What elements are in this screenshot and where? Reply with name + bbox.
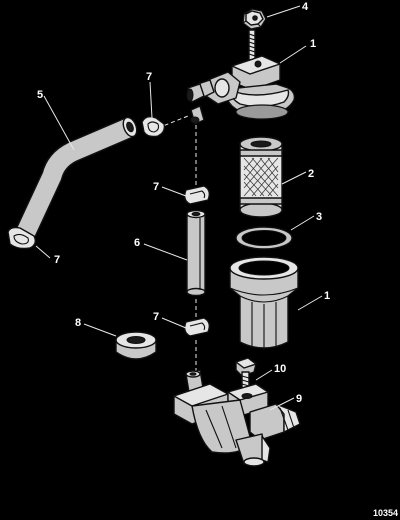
figure-id: 10354 [373,508,398,518]
upper-hose-barb [190,105,205,125]
callout-1-filter-head: 1 [310,38,316,50]
callout-7-upper-clip: 7 [153,181,159,193]
o-ring [235,226,293,250]
callout-1-filter-bowl: 1 [324,290,330,302]
hose-clamp-upper [141,115,166,138]
filter-bowl [229,256,299,350]
callout-leader-lines [35,5,323,411]
callout-9: 9 [296,393,302,405]
bolt [235,357,257,393]
snap-clip-lower [183,317,211,337]
callout-8: 8 [75,317,81,329]
fuel-tube [186,209,206,297]
fitting-cap [242,8,267,30]
callout-labels: 4 1 7 5 2 7 3 6 7 1 8 7 10 9 [37,1,330,405]
grommet [115,331,157,360]
callout-4: 4 [302,1,309,13]
filter-element [239,136,283,218]
hose-clamp-end [7,226,37,250]
filter-head [186,55,296,120]
callout-7-lower-clip: 7 [153,311,159,323]
snap-clip-upper [183,185,211,205]
callout-5: 5 [37,89,43,101]
callout-6: 6 [134,237,140,249]
threaded-stud [248,29,256,61]
callout-2: 2 [308,168,314,180]
fuel-fitting-body [173,369,301,467]
fuel-hose [16,116,138,237]
callout-7-hose-end: 7 [54,254,60,266]
callout-7-hose-clamp: 7 [146,71,152,83]
callout-3: 3 [316,211,322,223]
callout-10: 10 [274,363,286,375]
